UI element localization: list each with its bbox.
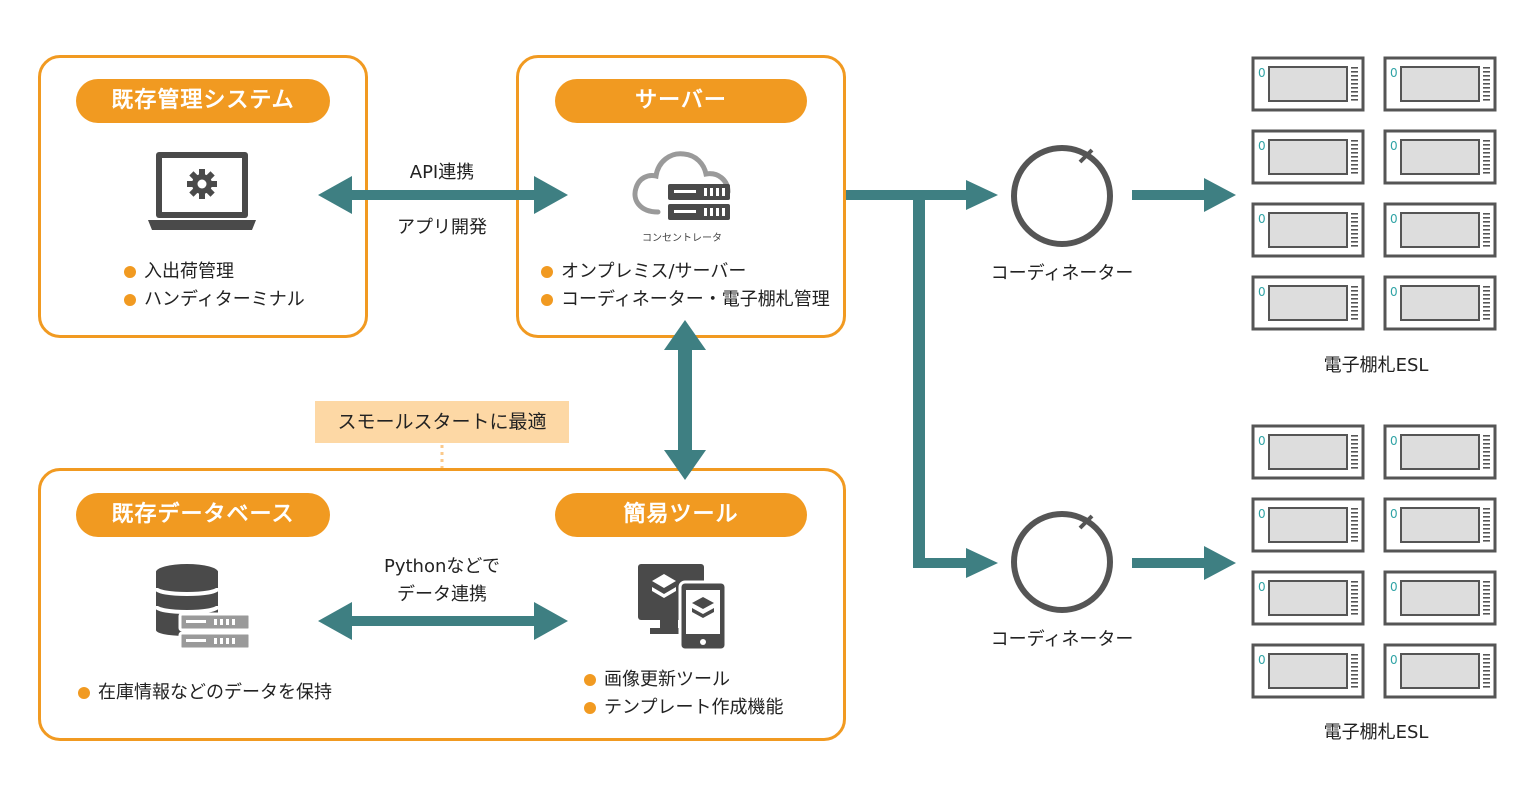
- svg-text:0: 0: [1258, 139, 1266, 153]
- bullet-item: テンプレート作成機能: [584, 694, 783, 722]
- svg-text:0: 0: [1390, 212, 1398, 226]
- esl-tag-icon: 0: [1383, 643, 1497, 699]
- esl-tag-icon: 0: [1251, 497, 1365, 553]
- laptop-gear-icon: [148, 152, 256, 230]
- existing-system-bullets: 入出荷管理 ハンディターミナル: [124, 258, 305, 314]
- esl-group-label: 電子棚札ESL: [1323, 722, 1429, 743]
- esl-tag-icon: 0: [1383, 424, 1497, 480]
- existing-db-title: 既存データベース: [76, 493, 330, 537]
- existing-db-bullets: 在庫情報などのデータを保持: [78, 679, 332, 707]
- svg-text:0: 0: [1390, 66, 1398, 80]
- esl-tag-icon: 0: [1251, 570, 1365, 626]
- coordinator-icon: [1011, 511, 1113, 613]
- database-server-icon: [154, 564, 252, 651]
- esl-tag-icon: 0: [1383, 570, 1497, 626]
- esl-tag-icon: 0: [1383, 275, 1497, 331]
- server-title: サーバー: [555, 79, 807, 123]
- esl-tag-icon: 0: [1251, 424, 1365, 480]
- esl-tag-icon: 0: [1251, 202, 1365, 258]
- svg-text:0: 0: [1258, 212, 1266, 226]
- esl-tag-icon: 0: [1251, 56, 1365, 112]
- coordinator-label: コーディネーター: [990, 263, 1134, 284]
- svg-text:0: 0: [1390, 507, 1398, 521]
- svg-text:0: 0: [1390, 653, 1398, 667]
- python-double-arrow: [318, 602, 568, 640]
- esl-group-label: 電子棚札ESL: [1323, 355, 1429, 376]
- simple-tool-title: 簡易ツール: [555, 493, 807, 537]
- small-start-tag: スモールスタートに最適: [315, 401, 569, 443]
- bullet-item: オンプレミス/サーバー: [541, 258, 830, 286]
- svg-text:0: 0: [1390, 139, 1398, 153]
- api-link-label: API連携: [409, 162, 475, 183]
- svg-text:0: 0: [1258, 580, 1266, 594]
- cloud-server-icon: [632, 151, 731, 220]
- simple-tool-bullets: 画像更新ツール テンプレート作成機能: [584, 666, 783, 722]
- svg-text:0: 0: [1258, 507, 1266, 521]
- bullet-item: 入出荷管理: [124, 258, 305, 286]
- svg-text:0: 0: [1258, 653, 1266, 667]
- vertical-double-arrow: [664, 320, 706, 480]
- concentrator-caption: コンセントレータ: [642, 233, 722, 244]
- svg-text:0: 0: [1390, 580, 1398, 594]
- coordinator-icon: [1011, 145, 1113, 247]
- python-link-label: Pythonなどで: [383, 556, 501, 577]
- bullet-item: 画像更新ツール: [584, 666, 783, 694]
- bullet-item: 在庫情報などのデータを保持: [78, 679, 332, 707]
- svg-text:0: 0: [1390, 285, 1398, 299]
- coordinator-label: コーディネーター: [990, 629, 1134, 650]
- esl-tag-icon: 0: [1383, 56, 1497, 112]
- esl-tag-icon: 0: [1251, 643, 1365, 699]
- svg-text:0: 0: [1258, 66, 1266, 80]
- esl-tag-icon: 0: [1251, 129, 1365, 185]
- esl-tag-icon: 0: [1383, 497, 1497, 553]
- svg-text:0: 0: [1390, 434, 1398, 448]
- bullet-item: コーディネーター・電子棚札管理: [541, 286, 830, 314]
- esl-tag-icon: 0: [1251, 275, 1365, 331]
- server-to-coordinator-arrows: [846, 180, 998, 578]
- data-link-label: データ連携: [397, 584, 487, 605]
- svg-text:0: 0: [1258, 434, 1266, 448]
- server-bullets: オンプレミス/サーバー コーディネーター・電子棚札管理: [541, 258, 830, 314]
- existing-system-title: 既存管理システム: [76, 79, 330, 123]
- app-dev-label: アプリ開発: [397, 217, 487, 238]
- monitor-tablet-icon: [638, 564, 728, 652]
- api-double-arrow: [318, 176, 568, 214]
- bullet-item: ハンディターミナル: [124, 286, 305, 314]
- esl-tag-icon: 0: [1383, 129, 1497, 185]
- esl-tag-icon: 0: [1383, 202, 1497, 258]
- coordinator-to-esl-arrows: [1132, 178, 1236, 580]
- svg-text:0: 0: [1258, 285, 1266, 299]
